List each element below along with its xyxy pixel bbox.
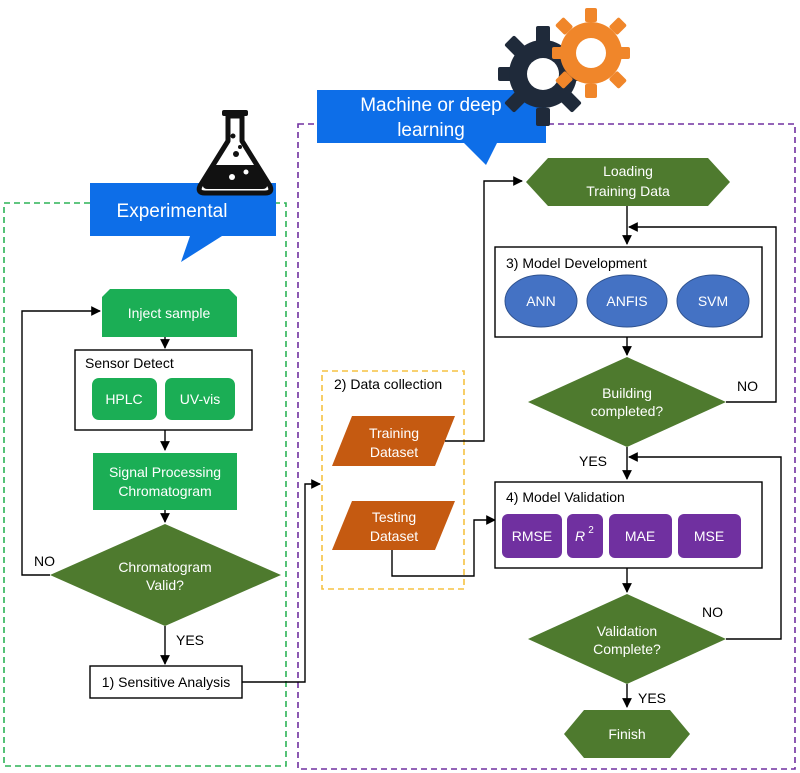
loading-training-data-label-1: Loading [603, 163, 653, 179]
validation-no-label: NO [702, 604, 723, 620]
chromatogram-valid-label-1: Chromatogram [118, 559, 211, 575]
ml-callout-label-2: learning [397, 120, 465, 141]
uvvis-node [165, 378, 235, 420]
building-completed-label-2: completed? [591, 403, 664, 419]
flask-icon [196, 110, 274, 196]
model-development-title: 3) Model Development [506, 255, 647, 271]
building-completed-label-1: Building [602, 385, 652, 401]
signal-processing-label-1: Signal Processing [109, 464, 221, 480]
model-validation-title: 4) Model Validation [506, 489, 625, 505]
mse-node [678, 514, 741, 558]
building-yes-label: YES [579, 453, 607, 469]
uvvis-label: UV-vis [180, 391, 220, 407]
svm-label: SVM [698, 293, 728, 309]
training-dataset-node [332, 416, 455, 466]
ann-node [504, 274, 578, 328]
finish-label: Finish [608, 726, 645, 742]
building-no-label: NO [737, 378, 758, 394]
chromatogram-yes-label: YES [176, 632, 204, 648]
anfis-label: ANFIS [606, 293, 647, 309]
gear-icon [498, 8, 630, 126]
signal-processing-label-2: Chromatogram [118, 483, 211, 499]
anfis-node [586, 274, 668, 328]
hplc-node [92, 378, 157, 420]
rmse-label: RMSE [512, 528, 552, 544]
testing-dataset-label-2: Dataset [370, 528, 418, 544]
sensitive-analysis-label: 1) Sensitive Analysis [102, 674, 230, 690]
sensor-detect-title: Sensor Detect [85, 355, 174, 371]
signal-processing-node [93, 453, 237, 510]
finish-node [564, 710, 690, 758]
testing-dataset-node [332, 501, 455, 550]
ml-callout-label-1: Machine or deep [360, 95, 502, 116]
data-collection-title: 2) Data collection [334, 376, 442, 392]
building-completed-decision [528, 357, 726, 447]
validation-complete-label-2: Complete? [593, 641, 661, 657]
r2-label: R [575, 528, 585, 544]
r2-superscript: 2 [588, 525, 594, 536]
rmse-node [502, 514, 562, 558]
ml-region [297, 123, 796, 770]
data-collection-region [321, 370, 465, 590]
chromatogram-valid-decision [50, 524, 281, 626]
validation-yes-label: YES [638, 690, 666, 706]
chromatogram-valid-label-2: Valid? [146, 577, 184, 593]
loading-training-data-label-2: Training Data [586, 183, 670, 199]
loading-training-data-node [526, 158, 730, 206]
testing-dataset-label-1: Testing [372, 509, 416, 525]
inject-sample-node [102, 289, 237, 337]
hplc-label: HPLC [105, 391, 142, 407]
experimental-callout-label: Experimental [117, 201, 228, 222]
chromatogram-no-label: NO [34, 553, 55, 569]
ann-label: ANN [526, 293, 556, 309]
experimental-callout [90, 183, 276, 262]
mae-node [609, 514, 672, 558]
ml-callout [317, 90, 546, 165]
training-dataset-label-2: Dataset [370, 444, 418, 460]
mae-label: MAE [625, 528, 655, 544]
r2-node [567, 514, 603, 558]
svm-node [676, 274, 750, 328]
validation-complete-label-1: Validation [597, 623, 657, 639]
training-dataset-label-1: Training [369, 425, 419, 441]
validation-complete-decision [528, 594, 726, 684]
inject-sample-label: Inject sample [128, 305, 211, 321]
mse-label: MSE [694, 528, 724, 544]
